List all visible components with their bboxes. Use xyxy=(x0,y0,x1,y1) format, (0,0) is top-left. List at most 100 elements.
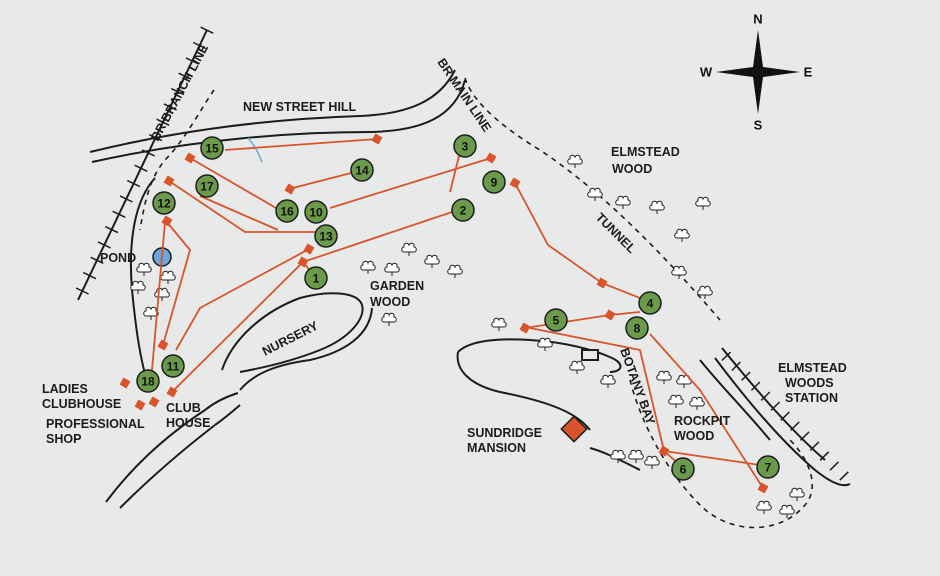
hole-number: 16 xyxy=(280,205,294,219)
tree-icon xyxy=(756,500,772,515)
compass-star-icon xyxy=(716,30,800,114)
tree-icon xyxy=(587,187,603,202)
compass-south: S xyxy=(754,118,763,133)
hole-number: 17 xyxy=(200,180,214,194)
fairway-line xyxy=(162,220,191,346)
label-professional-shop-1: PROFESSIONAL xyxy=(46,417,145,431)
label-garden-wood-1: GARDEN xyxy=(370,279,424,293)
sundridge-mansion-marker xyxy=(560,415,588,443)
compass-west: W xyxy=(700,65,713,80)
hole-marker xyxy=(638,291,662,315)
hole-2: 2 xyxy=(451,198,475,222)
hole-10: 10 xyxy=(304,200,328,224)
hole-marker xyxy=(152,191,176,215)
tee-marker xyxy=(184,152,196,164)
label-elmstead-woods-station-3: STATION xyxy=(785,391,838,405)
hole-number: 14 xyxy=(355,164,369,178)
label-elmstead-woods-station-1: ELMSTEAD xyxy=(778,361,847,375)
tee-marker xyxy=(371,133,383,145)
tree-icon xyxy=(401,242,417,257)
fairway-line xyxy=(329,157,492,209)
hole-marker xyxy=(671,457,695,481)
fairway-line xyxy=(288,171,356,190)
br-branch-line-railway xyxy=(75,26,214,301)
hole-14: 14 xyxy=(350,158,374,182)
label-sundridge-mansion-1: SUNDRIDGE xyxy=(467,426,542,440)
fairway-line xyxy=(199,195,279,231)
tee-markers xyxy=(119,133,769,494)
tree-icon xyxy=(695,196,711,211)
compass-north: N xyxy=(753,12,762,27)
tee-marker xyxy=(163,175,175,187)
label-ladies-clubhouse-1: LADIES xyxy=(42,382,88,396)
hole-5: 5 xyxy=(544,308,568,332)
tee-marker xyxy=(604,309,616,321)
fairway-line xyxy=(649,333,764,489)
label-tunnel: TUNNEL xyxy=(593,210,639,256)
tee-marker xyxy=(658,445,670,457)
hole-8: 8 xyxy=(625,316,649,340)
hole-3: 3 xyxy=(453,134,477,158)
label-club-house-1: CLUB xyxy=(166,401,201,415)
tree-icon xyxy=(600,374,616,389)
new-street-hill-road xyxy=(89,69,466,163)
tee-marker xyxy=(119,377,131,389)
tree-icon xyxy=(649,200,665,215)
course-outline xyxy=(105,177,241,509)
fairway-line xyxy=(175,248,310,351)
hole-number: 18 xyxy=(141,375,155,389)
tree-icon xyxy=(671,265,687,280)
tree-icon xyxy=(674,228,690,243)
hole-9: 9 xyxy=(482,170,506,194)
compass-east: E xyxy=(804,65,813,80)
hole-number: 3 xyxy=(462,140,469,154)
fairway-line xyxy=(171,260,317,393)
hole-18: 18 xyxy=(136,369,160,393)
hole-number: 5 xyxy=(553,314,560,328)
tee-marker xyxy=(134,399,146,411)
label-br-main-line: BR MAIN LINE xyxy=(435,56,494,135)
hole-number: 8 xyxy=(634,322,641,336)
hole-4: 4 xyxy=(638,291,662,315)
hole-number: 12 xyxy=(157,197,171,211)
tee-marker xyxy=(519,322,531,334)
hole-17: 17 xyxy=(195,174,219,198)
tree-icon xyxy=(447,264,463,279)
tee-marker xyxy=(166,386,178,398)
hole-number: 13 xyxy=(319,230,333,244)
label-elmstead-wood-2: WOOD xyxy=(612,162,652,176)
hole-1: 1 xyxy=(304,266,328,290)
tree-icon xyxy=(136,262,152,277)
label-new-street-hill: NEW STREET HILL xyxy=(243,100,357,114)
tree-icon xyxy=(779,504,795,519)
tee-marker xyxy=(757,482,769,494)
hole-marker xyxy=(161,354,185,378)
tree-icon xyxy=(644,455,660,470)
fairway-line xyxy=(189,157,277,209)
tree-icon xyxy=(615,195,631,210)
hole-16: 16 xyxy=(275,199,299,223)
hole-marker xyxy=(756,455,780,479)
nursery-area xyxy=(221,292,373,391)
tee-marker xyxy=(284,183,296,195)
hole-marker xyxy=(544,308,568,332)
hole-marker xyxy=(451,198,475,222)
tree-icon xyxy=(789,487,805,502)
label-garden-wood-2: WOOD xyxy=(370,295,410,309)
tree-icon xyxy=(491,317,507,332)
stream xyxy=(247,137,263,163)
label-pond: POND xyxy=(100,251,136,265)
tree-icon xyxy=(689,396,705,411)
label-elmstead-woods-station-2: WOODS xyxy=(785,376,834,390)
tree-icon xyxy=(656,370,672,385)
tree-icon xyxy=(567,154,583,169)
tee-marker xyxy=(297,256,309,268)
hole-number: 7 xyxy=(765,461,772,475)
tree-icon xyxy=(160,270,176,285)
fairway-line xyxy=(150,221,166,382)
tree-icon xyxy=(424,254,440,269)
label-elmstead-wood-1: ELMSTEAD xyxy=(611,145,680,159)
hole-number: 1 xyxy=(313,272,320,286)
